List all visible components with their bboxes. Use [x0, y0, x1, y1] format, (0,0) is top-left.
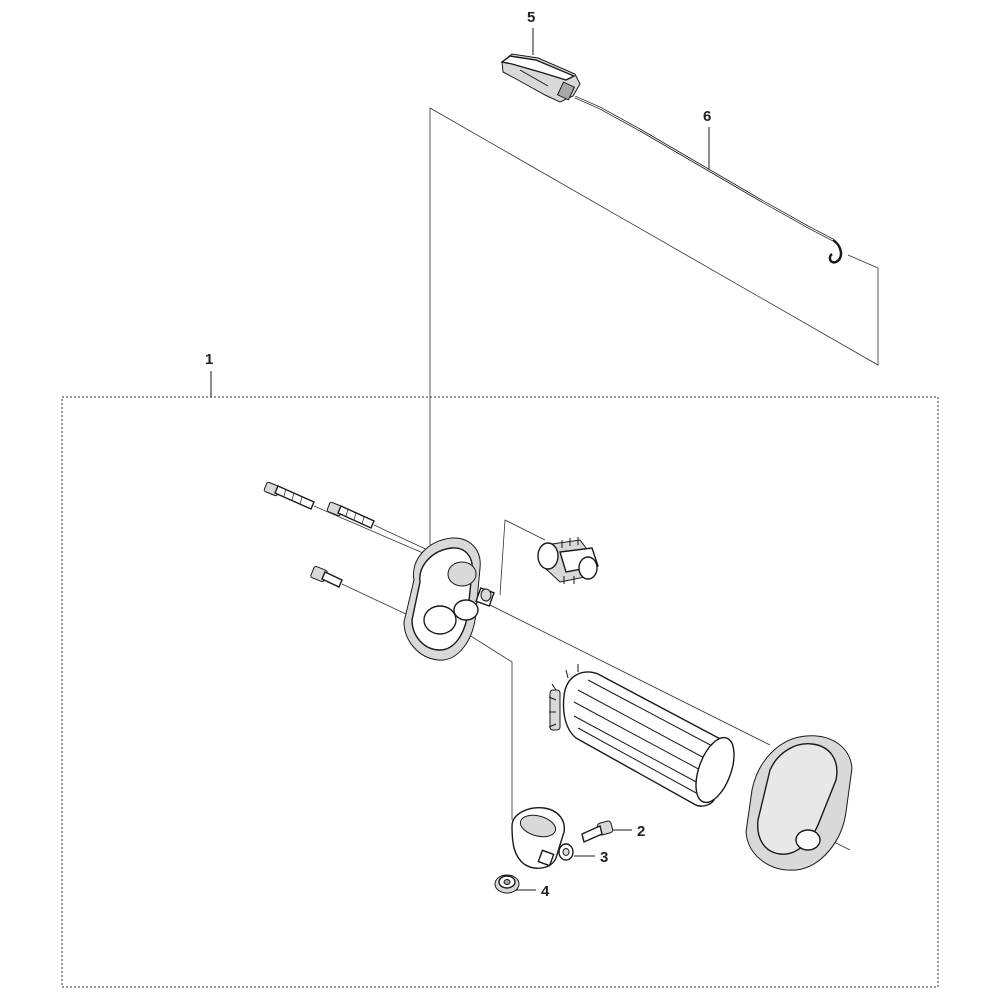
clamp-screw-part-2[interactable]: [581, 820, 614, 843]
gear-bushing[interactable]: [537, 537, 599, 584]
handle-housing-plate[interactable]: [403, 537, 495, 661]
handle-grip[interactable]: [548, 664, 742, 807]
nut-part-4[interactable]: [494, 874, 520, 894]
assembly-boundary-box: [61, 396, 939, 988]
throttle-lever-part-5[interactable]: [500, 53, 581, 103]
screw-long-2[interactable]: [326, 501, 375, 529]
throttle-cable-part-6[interactable]: [574, 95, 843, 264]
callout-5[interactable]: 5: [527, 9, 535, 55]
callout-label-3: 3: [600, 849, 608, 866]
callout-label-4: 4: [541, 883, 550, 900]
callout-6[interactable]: 6: [703, 108, 711, 170]
callout-4[interactable]: 4: [516, 883, 550, 900]
washer-part-3[interactable]: [558, 843, 574, 861]
callout-1[interactable]: 1: [205, 351, 213, 397]
callout-label-6: 6: [703, 108, 711, 125]
screw-long-1[interactable]: [263, 481, 315, 510]
callout-label-5: 5: [527, 9, 535, 26]
callout-2[interactable]: 2: [612, 823, 645, 840]
clamp-ring[interactable]: [511, 807, 565, 869]
callout-3[interactable]: 3: [574, 849, 608, 866]
callout-label-2: 2: [637, 823, 645, 840]
callout-label-1: 1: [205, 351, 213, 368]
handle-end-cap[interactable]: [745, 735, 853, 871]
screw-short[interactable]: [310, 565, 343, 588]
cable-routing-lines: [429, 107, 879, 545]
